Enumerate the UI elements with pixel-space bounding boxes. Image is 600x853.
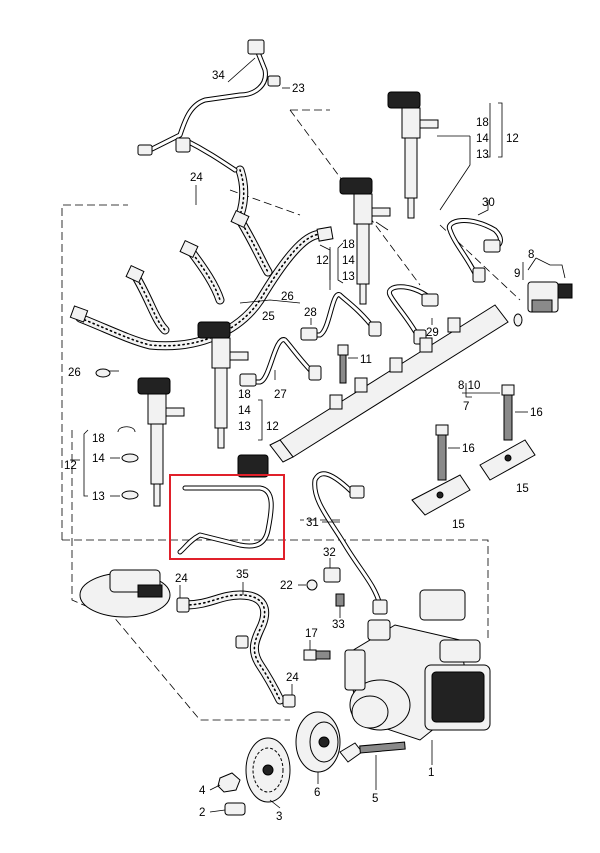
callout-18-mid: 18 <box>342 239 355 251</box>
callout-18-top: 18 <box>476 117 489 129</box>
connector-fitting <box>306 567 345 607</box>
pump-sprocket <box>245 737 291 803</box>
callout-23: 23 <box>292 83 305 95</box>
callout-24-sender: 24 <box>175 573 188 585</box>
callout-2: 2 <box>199 807 205 819</box>
callout-13-mid: 13 <box>342 271 355 283</box>
callout-26-left: 26 <box>68 367 81 379</box>
high-pressure-pump <box>344 589 491 741</box>
highlight-box <box>169 474 285 560</box>
callout-14-left: 14 <box>92 453 105 465</box>
callout-33: 33 <box>332 619 345 631</box>
wiring-harness <box>69 165 334 351</box>
nut-washer <box>217 772 246 816</box>
callout-12-mid: 12 <box>316 255 329 267</box>
callout-28: 28 <box>304 307 317 319</box>
callout-26-top: 26 <box>281 291 294 303</box>
callout-12-left: 12 <box>64 460 77 472</box>
supply-hose <box>176 590 296 708</box>
fuel-sender-unit <box>79 569 171 618</box>
callout-34: 34 <box>212 70 225 82</box>
callout-27: 27 <box>274 389 287 401</box>
callout-18-left: 18 <box>92 433 105 445</box>
callout-13-left-upper: 13 <box>238 421 251 433</box>
callout-1: 1 <box>428 767 434 779</box>
callout-9: 9 <box>514 268 520 280</box>
callout-11: 11 <box>360 354 372 366</box>
callout-16-center: 16 <box>462 443 475 455</box>
callout-3: 3 <box>276 811 282 823</box>
callout-12-left-upper: 12 <box>266 421 279 433</box>
callout-35: 35 <box>236 569 249 581</box>
callout-18-left-upper: 18 <box>238 389 251 401</box>
fuel-return-pipe <box>177 485 274 555</box>
assembly-outline <box>61 109 521 721</box>
callout-25: 25 <box>262 311 275 323</box>
callout-29: 29 <box>426 327 439 339</box>
callout-7: 7 <box>463 401 469 413</box>
pump-hub <box>295 711 341 773</box>
callout-30: 30 <box>482 197 495 209</box>
callout-13-left: 13 <box>92 491 105 503</box>
callout-17: 17 <box>305 628 318 640</box>
fuel-rail <box>237 304 509 478</box>
mounting-brackets <box>411 439 536 516</box>
injector-middle <box>339 177 391 305</box>
callout-labels: 34 23 24 18 14 12 13 30 8 9 18 14 12 13 … <box>64 70 543 823</box>
callout-14-mid: 14 <box>342 255 355 267</box>
callout-12-top: 12 <box>506 133 519 145</box>
leader-lines <box>70 57 566 813</box>
callout-24-top: 24 <box>190 172 203 184</box>
bolt-17 <box>303 649 331 661</box>
seals <box>95 368 139 500</box>
injector-left-lower <box>137 377 185 507</box>
bolts <box>337 344 515 481</box>
callout-24-bottom: 24 <box>286 672 299 684</box>
callout-31: 31 <box>306 517 319 529</box>
callout-14-left-upper: 14 <box>238 405 251 417</box>
callout-16-right: 16 <box>530 407 543 419</box>
callout-15-center: 15 <box>452 519 465 531</box>
pressure-regulator <box>513 281 573 327</box>
pump-bolt <box>339 741 406 763</box>
callout-5: 5 <box>372 793 378 805</box>
injector-top <box>387 91 439 219</box>
callout-8-10: 8,10 <box>458 380 480 392</box>
injector-left-upper <box>197 321 249 449</box>
return-line <box>312 471 388 615</box>
high-pressure-lines <box>239 218 503 387</box>
leak-off-line <box>137 39 281 173</box>
callout-22: 22 <box>280 580 293 592</box>
callout-15-right: 15 <box>516 483 529 495</box>
callout-32: 32 <box>323 547 336 559</box>
callout-4: 4 <box>199 785 206 797</box>
callout-8: 8 <box>528 249 534 261</box>
callout-13-top: 13 <box>476 149 489 161</box>
callout-14-top: 14 <box>476 133 489 145</box>
callout-6: 6 <box>314 787 320 799</box>
